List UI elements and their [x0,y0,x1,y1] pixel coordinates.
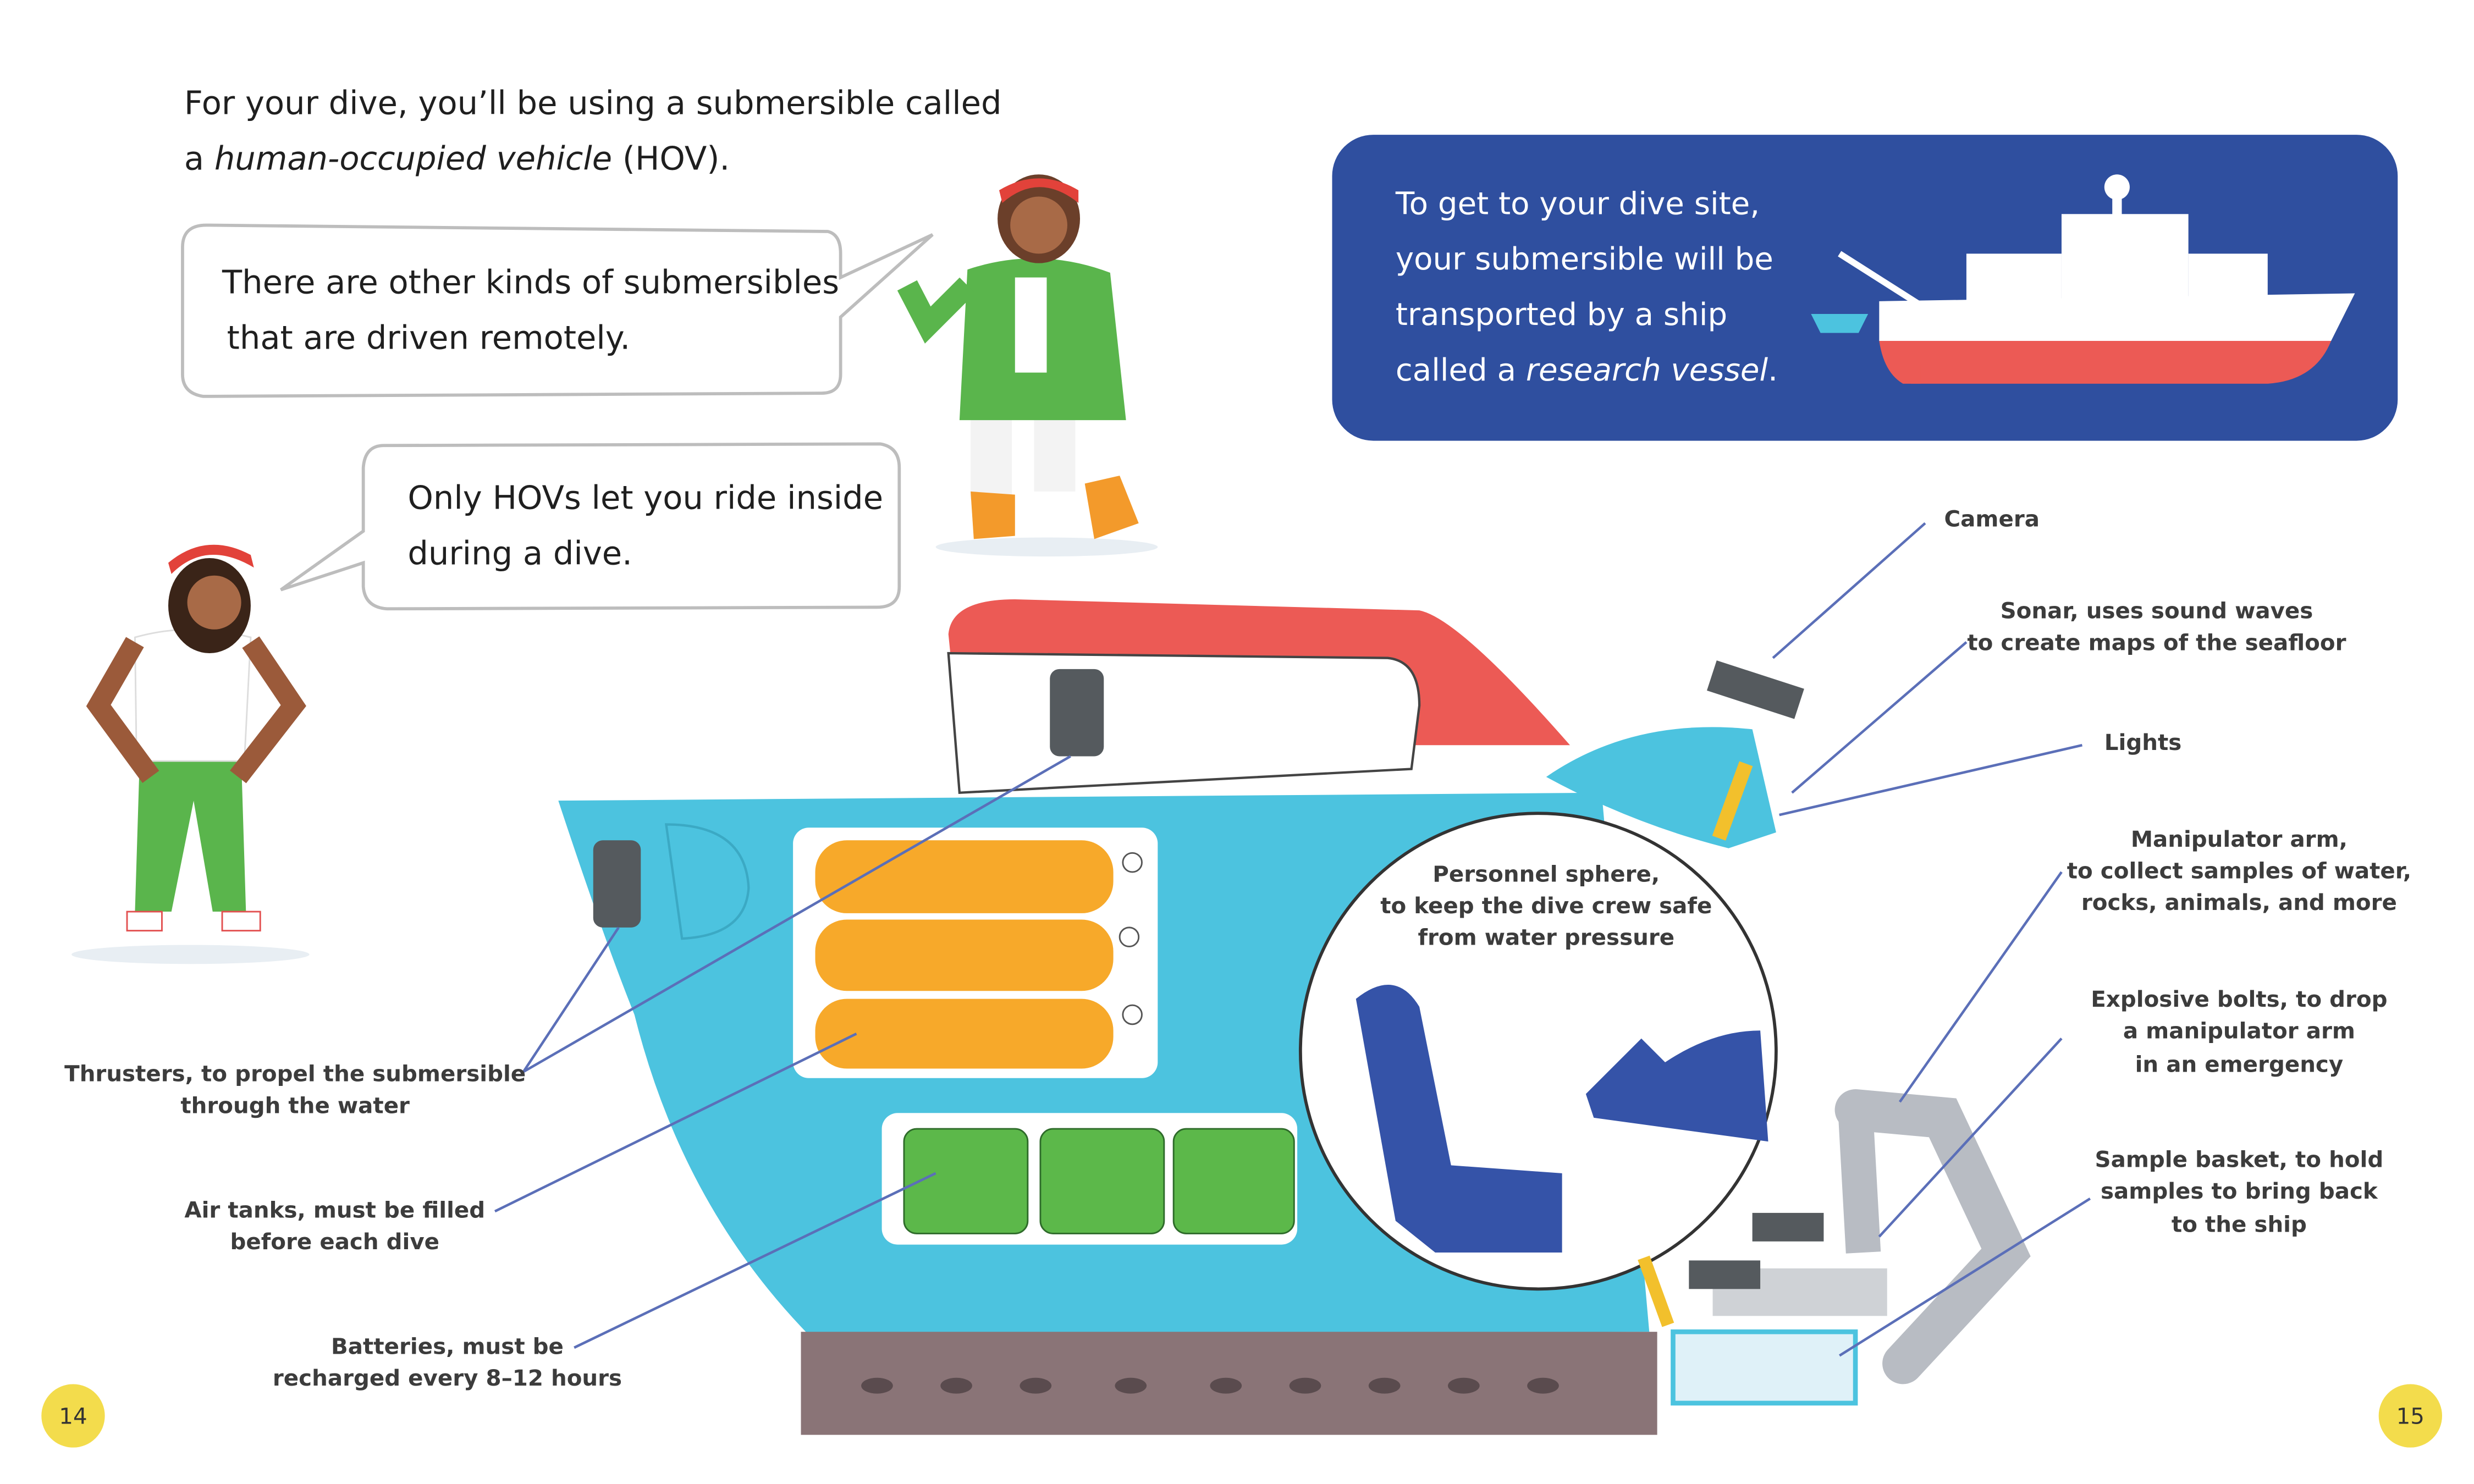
hull-ports [861,1377,1559,1394]
label-thrusters: Thrusters, to propel the submersible thr… [64,1061,526,1119]
thruster-top [1050,669,1104,757]
label-manipulator-arm: Manipulator arm, to collect samples of w… [2067,826,2411,915]
svg-text:to the ship: to the ship [2172,1212,2307,1238]
bubble-2-line-1: Only HOVs let you ride inside [407,479,883,517]
svg-text:to collect samples of water,: to collect samples of water, [2067,858,2411,884]
svg-text:to keep the dive crew safe: to keep the dive crew safe [1380,893,1712,919]
intro-line-2: a human-occupied vehicle (HOV). [184,140,730,178]
thruster-left [593,840,641,928]
svg-text:recharged every 8–12 hours: recharged every 8–12 hours [273,1365,622,1391]
leader-lines [494,522,2091,1357]
vessel-line-4: called a research vessel. [1396,352,1778,388]
batteries [903,1128,1295,1234]
svg-text:through the water: through the water [180,1093,410,1118]
bubble-2-line-2: during a dive. [407,534,632,572]
svg-text:15: 15 [2396,1403,2425,1429]
speech-bubble-1: There are other kinds of submersibles th… [181,223,934,398]
svg-text:Batteries, must be: Batteries, must be [331,1334,564,1360]
label-lights: Lights [2104,730,2182,755]
svg-text:Thrusters, to propel the subme: Thrusters, to propel the submersible [64,1061,526,1087]
svg-text:from water pressure: from water pressure [1418,925,1674,951]
svg-text:Air tanks, must be filled: Air tanks, must be filled [184,1198,485,1223]
svg-text:before each dive: before each dive [230,1229,439,1255]
vessel-line-1: To get to your dive site, [1395,186,1760,222]
label-batteries: Batteries, must be recharged every 8–12 … [273,1334,622,1392]
vessel-line-3: transported by a ship [1396,297,1727,333]
svg-text:Explosive bolts, to drop: Explosive bolts, to drop [2091,986,2387,1012]
character-scientist-green-jacket [897,174,1158,557]
air-tanks [815,840,1114,1069]
bubble-1-line-1: There are other kinds of submersibles [222,263,839,301]
svg-text:14: 14 [59,1403,87,1429]
intro-line-1: For your dive, you’ll be using a submers… [184,84,1002,122]
page-number-right: 15 [2378,1384,2442,1448]
svg-text:Manipulator arm,: Manipulator arm, [2131,826,2348,852]
svg-text:Personnel sphere,: Personnel sphere, [1432,861,1660,887]
speech-bubble-2: Only HOVs let you ride inside during a d… [280,442,901,611]
submersible-illustration [558,599,2031,1435]
vessel-line-2: your submersible will be [1396,241,1773,277]
research-ship-icon [1811,174,2355,384]
svg-text:a manipulator arm: a manipulator arm [2123,1018,2355,1044]
label-explosive-bolts: Explosive bolts, to drop a manipulator a… [2091,986,2387,1077]
svg-text:rocks, animals, and more: rocks, animals, and more [2081,890,2397,915]
research-vessel-box: To get to your dive site, your submersib… [1332,135,2398,441]
label-personnel-sphere: Personnel sphere, to keep the dive crew … [1380,861,1712,950]
character-scientist-white-shirt [71,544,310,964]
svg-text:Sample basket, to hold: Sample basket, to hold [2095,1146,2384,1172]
svg-text:Sonar, uses sound waves: Sonar, uses sound waves [2001,598,2313,624]
label-sample-basket: Sample basket, to hold samples to bring … [2095,1146,2384,1237]
label-sonar: Sonar, uses sound waves to create maps o… [1967,598,2346,656]
label-air-tanks: Air tanks, must be filled before each di… [184,1198,485,1255]
svg-text:in an emergency: in an emergency [2135,1051,2344,1077]
svg-text:to create maps of the seafloor: to create maps of the seafloor [1967,630,2346,655]
page-number-left: 14 [41,1384,105,1448]
svg-text:samples to bring back: samples to bring back [2101,1178,2378,1204]
label-camera: Camera [1944,506,2040,532]
bubble-1-line-2: that are driven remotely. [227,318,630,356]
